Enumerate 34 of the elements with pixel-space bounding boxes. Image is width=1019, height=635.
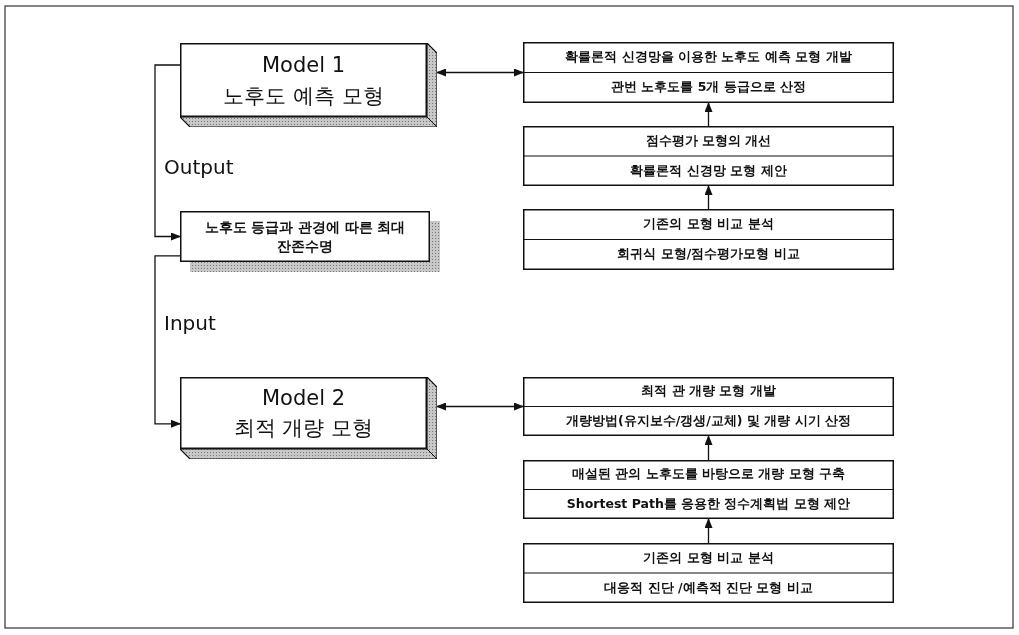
- step-title: 점수평가 모형의 개선: [645, 132, 772, 150]
- edge-label: Output: [164, 155, 234, 179]
- step-detail: 확률론적 신경망 모형 제안: [630, 162, 787, 180]
- model-name: 노후도 예측 모형: [223, 82, 384, 110]
- arrow: [704, 518, 713, 544]
- arrow: [704, 102, 713, 127]
- step-detail: Shortest Path를 응용한 정수계획법 모형 제안: [566, 495, 851, 513]
- step-box: [523, 126, 894, 186]
- step-box: [523, 377, 894, 436]
- step-detail: 회귀식 모형/점수평가모형 비교: [617, 246, 800, 264]
- step-box: [523, 209, 894, 270]
- arrow: [154, 64, 181, 241]
- step-detail: 대응적 진단 /예측적 진단 모형 비교: [604, 579, 813, 597]
- output-box: [180, 211, 440, 272]
- step-detail: 관번 노후도를 5개 등급으로 산정: [610, 79, 807, 97]
- arrow: [704, 435, 713, 461]
- step-title: 최적 관 개량 모형 개발: [641, 383, 776, 401]
- arrow: [154, 255, 181, 428]
- step-box: [523, 543, 894, 603]
- step-box: [523, 42, 894, 103]
- model-block: [180, 43, 437, 127]
- edge-label: Input: [164, 310, 216, 335]
- step-box: [523, 460, 894, 519]
- step-title: 매설된 관의 노후도를 바탕으로 개량 모형 구축: [571, 466, 846, 484]
- step-detail: 개량방법(유지보수/갱생/교체) 및 개량 시기 산정: [566, 412, 851, 430]
- step-title: 기존의 모형 비교 분석: [643, 549, 774, 567]
- model-title: Model 2: [261, 386, 346, 410]
- model-name: 최적 개량 모형: [233, 415, 374, 442]
- model-title: Model 1: [261, 52, 346, 77]
- step-title: 기존의 모형 비교 분석: [643, 215, 774, 233]
- model-block: [180, 377, 437, 459]
- step-title: 확률론적 신경망을 이용한 노후도 예측 모형 개발: [565, 48, 852, 66]
- box-text: 노후도 등급과 관경에 따른 최대 잔존수명: [203, 217, 407, 256]
- arrow: [704, 185, 713, 210]
